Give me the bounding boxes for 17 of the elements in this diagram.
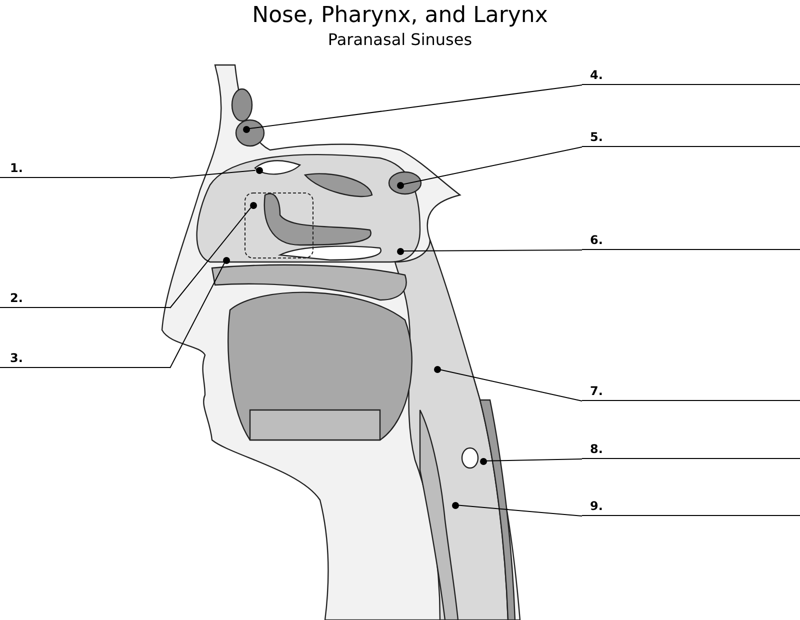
leader-line [248, 84, 582, 130]
callout-number: 5. [582, 129, 800, 147]
leader-line [170, 262, 225, 368]
callout-number: 9. [582, 498, 800, 516]
callout-number: 2. [0, 290, 170, 308]
diagram-title: Nose, Pharynx, and Larynx [252, 2, 548, 30]
callout-number: 7. [582, 383, 800, 401]
callout-number: 4. [582, 67, 800, 85]
callout-number: 8. [582, 441, 800, 459]
callout-number: 3. [0, 350, 170, 368]
callout-number: 1. [0, 160, 170, 178]
leader-line [440, 369, 582, 402]
diagram-subtitle: Paranasal Sinuses [328, 30, 472, 50]
leader-line [403, 250, 582, 252]
leader-line [170, 170, 256, 178]
callout-number: 6. [582, 232, 800, 250]
leader-line [458, 504, 582, 516]
